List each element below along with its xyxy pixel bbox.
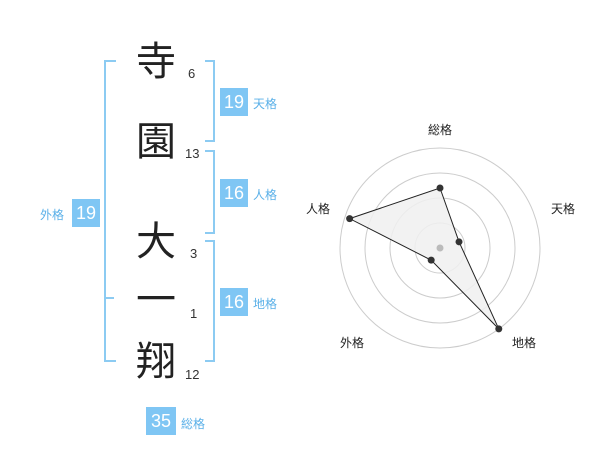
chikaku-label: 地格 — [253, 297, 278, 311]
axis-label-chikaku: 地格 — [512, 335, 536, 350]
tenkaku-bracket — [205, 60, 215, 142]
radar-polygon — [348, 187, 500, 330]
radar-point-0 — [436, 184, 444, 192]
outer-bracket — [104, 60, 116, 362]
axis-label-soukaku: 総格 — [428, 122, 452, 137]
name-char-4: 一 — [136, 277, 176, 323]
radar-ring-3 — [364, 172, 516, 324]
axis-label-jinkaku: 人格 — [306, 201, 330, 216]
radar-point-1 — [455, 238, 463, 246]
jinkaku-bracket — [205, 150, 215, 234]
tenkaku-badge: 19 — [220, 88, 248, 116]
soukaku-badge: 35 — [146, 407, 176, 435]
radar-point-2 — [495, 325, 503, 333]
radar-center-dot — [436, 244, 444, 252]
name-char-5: 翔 — [136, 339, 176, 385]
outer-bracket-divider — [104, 297, 114, 299]
gaikaku-label: 外格 — [40, 208, 65, 222]
name-char-1: 寺 — [136, 39, 176, 85]
axis-label-tenkaku: 天格 — [551, 201, 575, 216]
radar-shape — [346, 184, 503, 333]
radar-point-4 — [346, 215, 354, 223]
jinkaku-label: 人格 — [253, 188, 278, 202]
gaikaku-badge: 19 — [72, 199, 100, 227]
axis-label-gaikaku: 外格 — [340, 335, 364, 350]
stroke-count-4: 1 — [190, 306, 198, 321]
soukaku-label: 総格 — [181, 417, 206, 431]
name-char-2: 園 — [136, 119, 176, 165]
stroke-count-5: 12 — [185, 367, 200, 382]
tenkaku-label: 天格 — [253, 97, 278, 111]
chikaku-bracket — [205, 240, 215, 362]
jinkaku-badge: 16 — [220, 179, 248, 207]
radar-labels: 総格 天格 地格 外格 人格 — [306, 122, 575, 350]
chikaku-badge: 16 — [220, 288, 248, 316]
radar-point-3 — [427, 256, 435, 264]
stroke-count-2: 13 — [185, 146, 200, 161]
stroke-count-3: 3 — [190, 246, 198, 261]
radar-ring-4 — [339, 147, 541, 349]
stroke-count-1: 6 — [188, 66, 196, 81]
name-char-3: 大 — [136, 219, 176, 265]
